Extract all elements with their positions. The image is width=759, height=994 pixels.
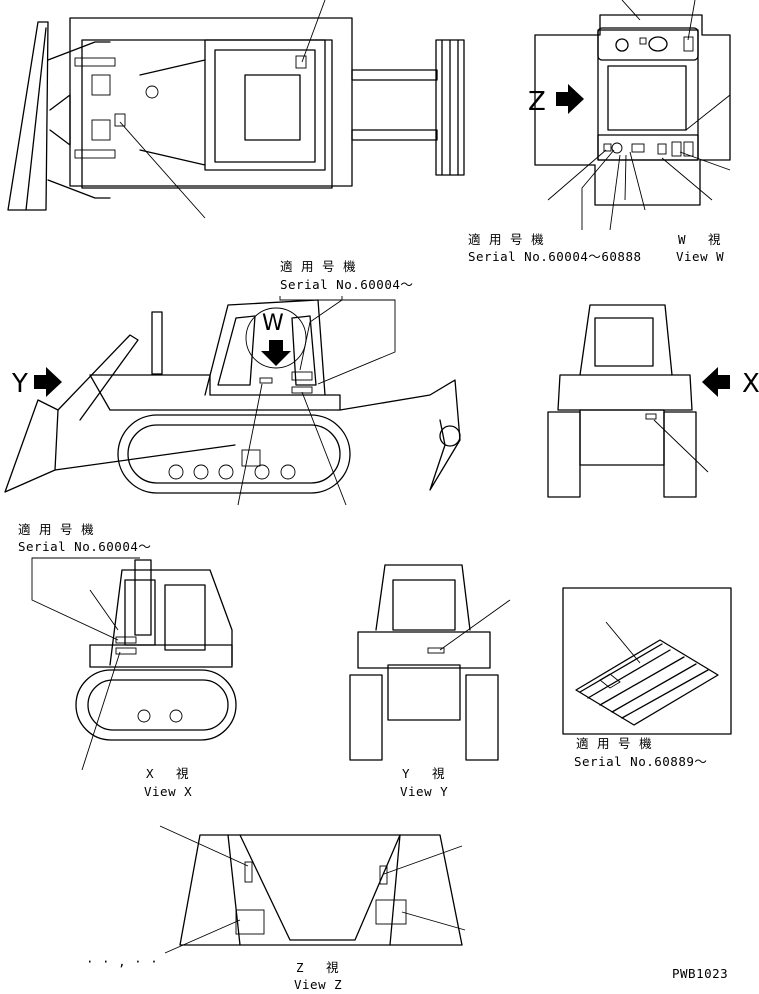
view-w-panel-drawing bbox=[534, 0, 731, 231]
view-x-letter: X bbox=[146, 766, 154, 781]
side-applicable-label: 適 用 号 機 bbox=[280, 259, 356, 274]
manual-applicable-label: 適 用 号 機 bbox=[576, 736, 652, 751]
view-w-caption: View W bbox=[676, 249, 724, 264]
drawing-number: PWB1023 bbox=[672, 966, 728, 981]
view-y-caption: View Y bbox=[400, 784, 448, 799]
marker-y: Y bbox=[11, 367, 62, 399]
view-w-applicable-label: 適 用 号 機 bbox=[468, 232, 544, 247]
view-x-caption: View X bbox=[144, 784, 192, 799]
marker-z: Z bbox=[528, 84, 584, 117]
stray-mark: · · , · · bbox=[86, 954, 158, 969]
view-x-char: 視 bbox=[176, 766, 189, 781]
side-view-w-marker: W bbox=[262, 311, 284, 336]
svg-text:X: X bbox=[742, 369, 759, 399]
view-w-serial: Serial No.60004～60888 bbox=[468, 249, 642, 264]
view-z-letter: Z bbox=[296, 960, 304, 975]
view-y-drawing bbox=[349, 564, 511, 761]
view-w-letter: W bbox=[678, 232, 686, 247]
view-x-drawing bbox=[31, 557, 237, 771]
view-y-char: 視 bbox=[432, 766, 445, 781]
view-z-caption: View Z bbox=[294, 977, 342, 992]
top-view-plan bbox=[7, 0, 465, 219]
svg-text:Y: Y bbox=[11, 369, 28, 399]
manual-sheet-drawing bbox=[562, 587, 732, 735]
view-y-letter: Y bbox=[402, 766, 410, 781]
svg-text:Z: Z bbox=[528, 87, 546, 117]
side-serial: Serial No.60004～ bbox=[280, 277, 413, 292]
view-w-char: 視 bbox=[708, 232, 721, 247]
rear-view-drawing bbox=[547, 304, 709, 498]
view-x-serial: Serial No.60004～ bbox=[18, 539, 151, 554]
side-view-drawing bbox=[4, 296, 461, 506]
view-z-char: 視 bbox=[326, 960, 339, 975]
manual-serial: Serial No.60889～ bbox=[574, 754, 707, 769]
marker-x: X bbox=[702, 367, 759, 399]
view-z-drawing bbox=[159, 825, 466, 954]
view-x-applicable-label: 適 用 号 機 bbox=[18, 522, 94, 537]
